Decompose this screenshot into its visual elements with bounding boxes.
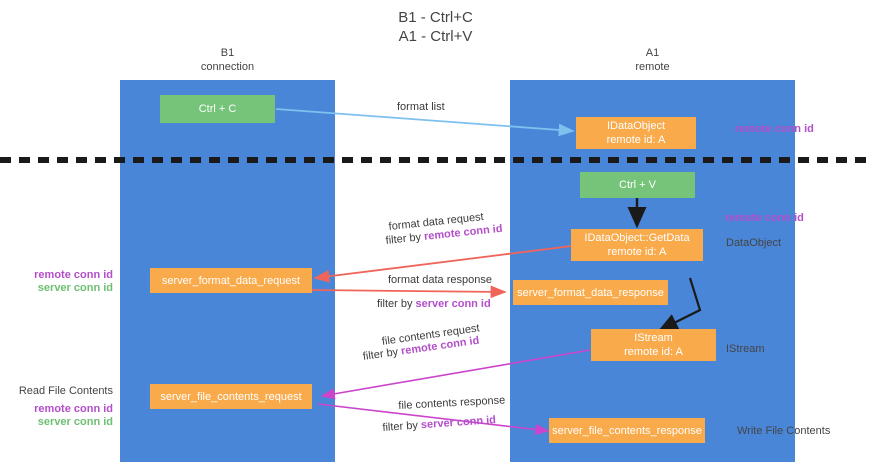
box-getdata-line1: IDataObject::GetData [584,232,690,244]
box-getdata[interactable]: IDataObject::GetData remote id: A [571,229,703,261]
filter-prefix-2: filter by [377,298,416,310]
box-server-format-data-response[interactable]: server_format_data_response [513,280,668,305]
box-idataobject-line2: remote id: A [606,134,666,146]
filter-key-2: server conn id [415,298,491,310]
page-title-line1: B1 - Ctrl+C [398,9,473,26]
box-ctrl-c[interactable]: Ctrl + C [160,95,275,123]
box-server-file-contents-request[interactable]: server_file_contents_request [150,384,312,409]
box-server-format-data-request-label: server_format_data_request [161,274,301,287]
connector-format-data-response [311,285,507,299]
label-remote-conn-id-mid: remote conn id [725,212,804,224]
box-istream-line1: IStream [634,332,673,344]
label-left-remote-conn-id: remote conn id [34,269,113,281]
box-server-format-data-response-label: server_format_data_response [517,286,664,299]
box-idataobject-line1: IDataObject [606,120,666,132]
swimlane-header-b1: B1 connection [120,46,335,74]
box-ctrl-v-label: Ctrl + V [619,179,656,191]
box-server-file-contents-response-label: server_file_contents_response [552,424,702,437]
filter-key-4: server conn id [420,414,497,432]
label-remote-conn-id-top: remote conn id [735,123,814,135]
box-istream-line2: remote id: A [624,346,683,358]
swimlane-b1-name: B1 [220,47,235,59]
box-server-file-contents-response[interactable]: server_file_contents_response [549,418,705,443]
box-getdata-line2: remote id: A [607,246,667,258]
label-left-remote-conn-id-2: remote conn id [34,403,113,415]
edge-label-file-contents-response-filter: filter by server conn id [382,413,496,436]
page-title-line2: A1 - Ctrl+V [398,28,473,45]
edge-label-format-data-response-filter: filter by server conn id [377,297,491,312]
edge-label-format-list: format list [397,101,445,113]
label-left-server-conn-id-2: server conn id [37,416,113,428]
filter-prefix-1: filter by [385,230,425,247]
edge-label-file-contents-response: file contents response [398,394,506,412]
box-ctrl-v[interactable]: Ctrl + V [580,172,695,198]
filter-prefix-3: filter by [362,345,402,363]
filter-prefix-4: filter by [382,419,422,434]
label-dataobject: DataObject [726,237,782,249]
label-istream: IStream [726,343,765,355]
label-read-file-contents: Read File Contents [18,385,113,397]
label-write-file-contents: Write File Contents [737,425,831,437]
swimlane-header-a1: A1 remote [510,46,795,74]
swimlane-b1-role: connection [200,61,255,73]
box-server-file-contents-request-label: server_file_contents_request [160,390,302,403]
box-idataobject[interactable]: IDataObject remote id: A [576,117,696,149]
swimlane-a1-name: A1 [645,47,660,59]
swimlane-a1-role: remote [635,61,670,73]
box-ctrl-c-label: Ctrl + C [198,103,237,115]
edge-label-format-data-response: format data response [388,274,492,286]
box-server-format-data-request[interactable]: server_format_data_request [150,268,312,293]
box-istream[interactable]: IStream remote id: A [591,329,716,361]
label-left-server-conn-id: server conn id [37,282,113,294]
